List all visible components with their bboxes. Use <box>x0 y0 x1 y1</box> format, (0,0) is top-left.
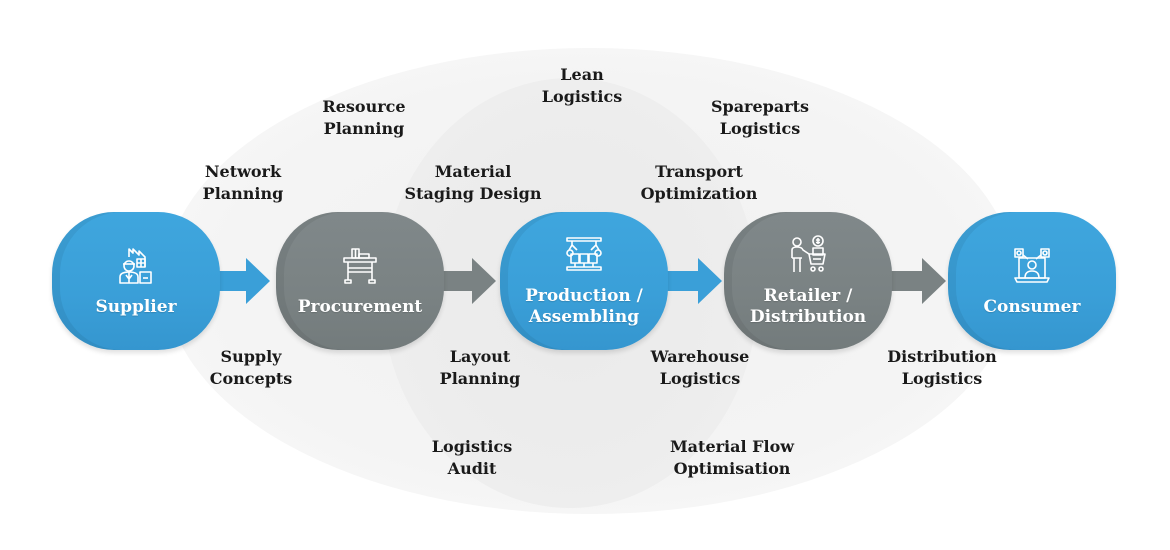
label-line: Transport <box>655 162 743 181</box>
label-line: Logistics <box>719 119 801 138</box>
label-line: Material Flow <box>669 437 795 456</box>
node-label: Retailer / Distribution <box>749 286 867 327</box>
assembly-line-robot-icon <box>563 234 605 276</box>
label-line: Logistics <box>431 437 513 456</box>
label-material-staging-design: Material Staging Design <box>405 161 542 205</box>
node-consumer[interactable]: Consumer <box>948 212 1116 350</box>
label-lean-logistics: Lean Logistics <box>542 64 622 108</box>
supplier-factory-worker-icon <box>115 245 157 287</box>
label-line: Resource <box>322 97 406 116</box>
label-resource-planning: Resource Planning <box>322 96 405 140</box>
label-line: Optimization <box>640 184 758 203</box>
label-line: Network <box>204 162 282 181</box>
label-line: Optimisation <box>673 459 791 478</box>
label-line: Logistics <box>659 369 741 388</box>
label-layout-planning: Layout Planning <box>440 346 521 390</box>
arrow-supplier-to-procurement <box>212 256 272 306</box>
label-material-flow-optimisation: Material Flow Optimisation <box>670 436 794 480</box>
consumer-laptop-network-icon <box>1011 245 1053 287</box>
node-supplier[interactable]: Supplier <box>52 212 220 350</box>
node-procurement[interactable]: Procurement <box>276 212 444 350</box>
label-line: Audit <box>447 459 497 478</box>
label-line: Lean <box>560 65 604 84</box>
node-label: Procurement <box>297 296 423 317</box>
label-warehouse-logistics: Warehouse Logistics <box>651 346 750 390</box>
label-line: Layout <box>449 347 511 366</box>
node-production-assembling[interactable]: Production / Assembling <box>500 212 668 350</box>
label-logistics-audit: Logistics Audit <box>432 436 512 480</box>
label-supply-concepts: Supply Concepts <box>210 346 293 390</box>
label-line: Distribution <box>887 347 997 366</box>
label-line: Planning <box>323 119 405 138</box>
label-line: Spareparts <box>710 97 810 116</box>
label-line: Planning <box>202 184 284 203</box>
label-line: Warehouse <box>650 347 750 366</box>
label-network-planning: Network Planning <box>203 161 284 205</box>
node-retailer-distribution[interactable]: Retailer / Distribution <box>724 212 892 350</box>
label-line: Logistics <box>901 369 983 388</box>
shopper-cart-dollar-icon <box>787 234 829 276</box>
label-transport-optimization: Transport Optimization <box>641 161 758 205</box>
node-label: Consumer <box>983 296 1081 317</box>
node-label: Production / Assembling <box>525 286 643 327</box>
desk-procurement-icon <box>339 245 381 287</box>
label-line: Concepts <box>209 369 293 388</box>
arrow-production-to-retailer <box>664 256 724 306</box>
arrow-procurement-to-production <box>438 256 498 306</box>
arrow-retailer-to-consumer <box>888 256 948 306</box>
label-line: Logistics <box>541 87 623 106</box>
node-label: Supplier <box>95 296 177 317</box>
label-spareparts-logistics: Spareparts Logistics <box>711 96 809 140</box>
label-line: Supply <box>220 347 282 366</box>
label-line: Staging Design <box>404 184 542 203</box>
label-line: Material <box>434 162 512 181</box>
label-line: Planning <box>439 369 521 388</box>
label-distribution-logistics: Distribution Logistics <box>887 346 996 390</box>
